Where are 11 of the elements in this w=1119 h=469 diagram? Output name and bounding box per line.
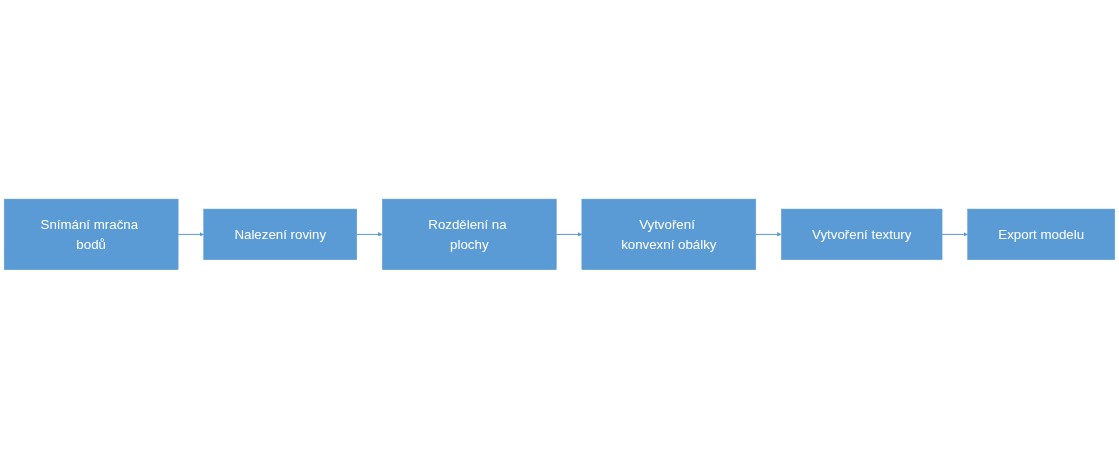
arrow xyxy=(177,232,204,237)
node-box: Nalezení roviny xyxy=(203,208,358,261)
node-box: Export modelu xyxy=(967,208,1116,261)
arrow xyxy=(941,232,968,237)
node-box: Vytvoření textury xyxy=(781,208,943,261)
node-box: Snímání mračna bodů xyxy=(3,198,179,271)
arrow xyxy=(356,232,383,237)
arrow xyxy=(755,232,782,237)
node-box: Vytvoření konvexní obálky xyxy=(581,198,757,271)
node-box: Rozdělení na plochy xyxy=(382,198,557,271)
arrow xyxy=(555,232,583,237)
